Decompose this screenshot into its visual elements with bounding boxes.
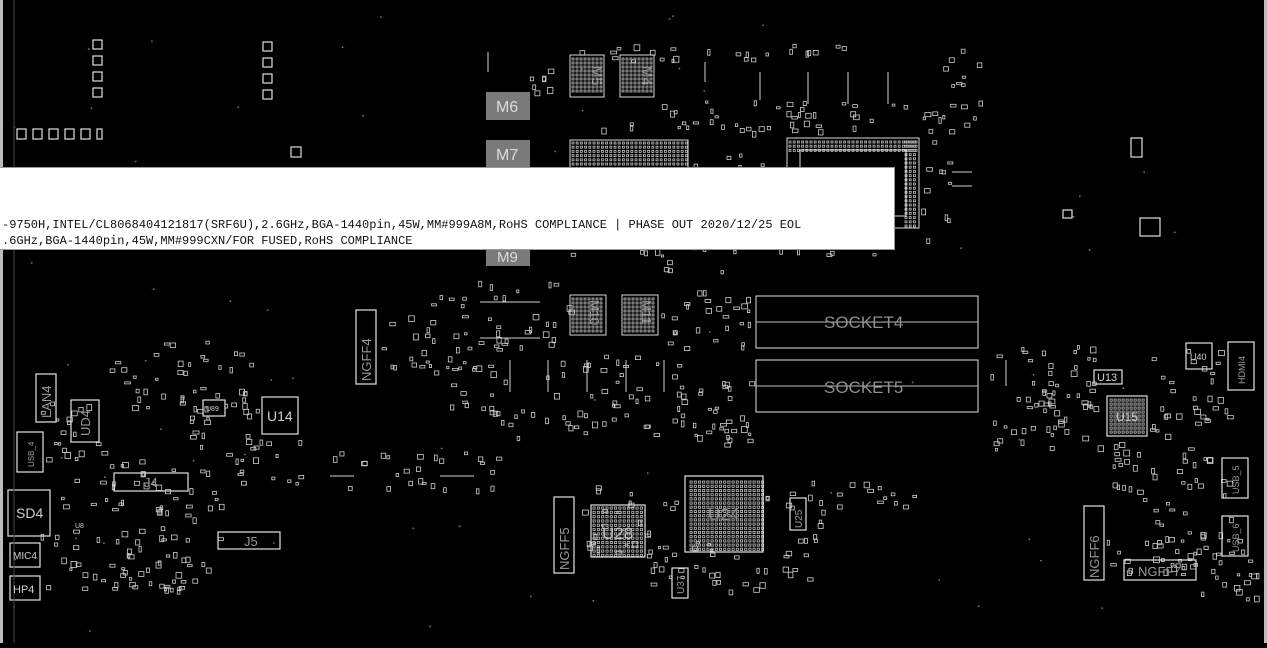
label-ngff7: NGFF7 [1138,564,1181,579]
label-M10: M10 [587,300,602,325]
label-M9: M9 [497,249,518,266]
part-info-tooltip: -9750H,INTEL/CL8068404121817(SRF6U),2.6G… [0,167,895,250]
top-left-pads [16,39,1161,237]
mem-M11 [621,294,659,336]
mem-M4 [619,54,655,98]
label-U13: U13 [1097,372,1117,384]
label-U37: U37 [676,575,687,594]
label-LAN4: LAN4 [39,385,54,418]
label-UD4: UD4 [78,410,93,436]
label-ngff6: NGFF6 [1087,535,1102,578]
label-U25: U25 [794,509,805,528]
label-USB4: USB_4 [27,441,36,467]
label-M6: M6 [496,99,518,116]
ngff-slots [355,309,1197,581]
label-U14: U14 [267,408,293,424]
label-ngff4: NGFF4 [359,338,374,381]
label-HDMI4: HDMI4 [1237,356,1247,384]
label-J5: J5 [244,534,258,549]
mem-M10 [569,294,607,336]
right-edge [1264,0,1267,643]
tooltip-line-1: -9750H,INTEL/CL8068404121817(SRF6U),2.6G… [2,218,802,232]
label-U8: U8 [75,523,84,530]
label-M5: M5 [589,66,605,86]
label-M4: M4 [639,66,655,86]
label-USB5: USB_5 [1231,465,1241,494]
left-edge [0,0,3,643]
label-M7: M7 [496,147,518,164]
label-HP4: HP4 [13,584,34,596]
label-J4: J4 [144,475,158,490]
label-SD4: SD4 [16,505,43,521]
label-U24: U24 [708,505,739,524]
label-socket5: SOCKET5 [824,378,903,397]
label-U28: U28 [602,524,633,543]
label-USB6: USB_6 [1231,523,1241,552]
label-M11: M11 [639,300,654,324]
label-U40: U40 [1190,352,1207,362]
traces [13,0,1007,643]
label-U89: U89 [206,406,219,413]
mem-M5 [569,54,605,98]
sockets [755,295,979,413]
label-socket4: SOCKET4 [824,313,903,332]
label-U15: U15 [1116,410,1138,424]
tooltip-line-2: .6GHz,BGA-1440pin,45W,MM#999CXN/FOR FUSE… [2,234,413,248]
label-ngff5: NGFF5 [557,527,572,570]
chip-outlines [7,341,1255,601]
label-MIC4: MIC4 [13,551,37,562]
component-labels: M6 M7 M9 M5 M4 M10 M11 SOCKET4 SOCKET5 N… [13,66,1247,596]
